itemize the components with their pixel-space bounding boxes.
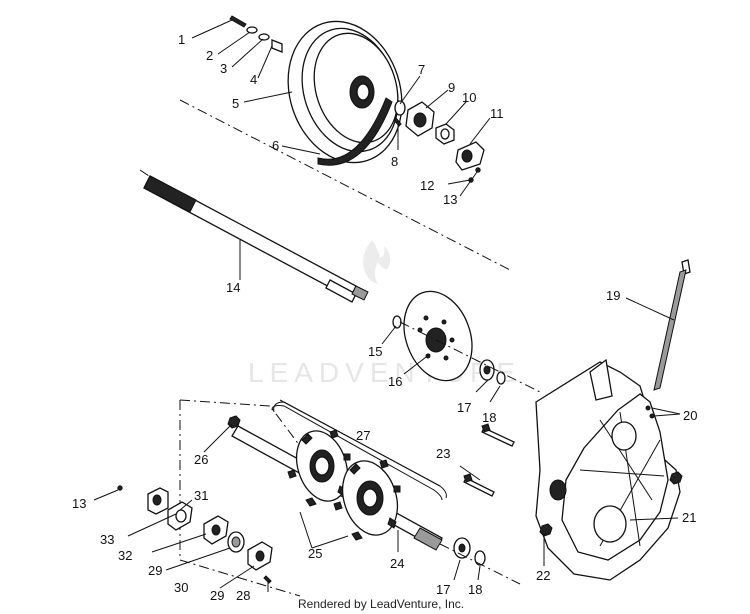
- callout-9: 9: [448, 80, 455, 95]
- callout-19: 19: [606, 288, 620, 303]
- callout-26: 26: [194, 452, 208, 467]
- callout-24: 24: [390, 556, 404, 571]
- chaincase-assembly: [463, 259, 691, 581]
- callout-4: 4: [250, 72, 257, 87]
- callout-1: 1: [178, 32, 185, 47]
- callout-23: 23: [436, 446, 450, 461]
- callout-13a: 13: [443, 192, 457, 207]
- callout-27: 27: [356, 428, 370, 443]
- callout-25: 25: [308, 546, 322, 561]
- callout-5: 5: [232, 96, 239, 111]
- callout-31: 31: [194, 488, 208, 503]
- callout-32: 32: [118, 548, 132, 563]
- bearing-flange-assembly: [117, 485, 273, 584]
- leader-lines: [93, 19, 681, 592]
- callout-28: 28: [236, 588, 250, 603]
- callout-labels: 1 2 3 4 5 6 7 8 9 10 11 12 13 14 15 16 1…: [72, 32, 697, 603]
- callout-21: 21: [682, 510, 696, 525]
- callout-8: 8: [391, 154, 398, 169]
- jackshaft: [139, 169, 369, 303]
- callout-17a: 17: [457, 400, 471, 415]
- callout-29a: 29: [210, 588, 224, 603]
- watermark-flame-icon: [363, 240, 391, 284]
- credit-text: Rendered by LeadVenture, Inc.: [298, 597, 464, 611]
- callout-29b: 29: [148, 563, 162, 578]
- callout-14: 14: [226, 280, 240, 295]
- watermark: LEADVENTURE: [248, 240, 521, 388]
- callout-2: 2: [206, 48, 213, 63]
- callout-16: 16: [388, 374, 402, 389]
- callout-33: 33: [100, 532, 114, 547]
- callout-18b: 18: [468, 582, 482, 597]
- callout-12: 12: [420, 178, 434, 193]
- callout-6: 6: [272, 138, 279, 153]
- driven-clutch-assembly: [179, 15, 511, 271]
- brake-disc-assembly: [392, 290, 541, 393]
- callout-3: 3: [220, 61, 227, 76]
- callout-7: 7: [418, 62, 425, 77]
- callout-15: 15: [368, 344, 382, 359]
- drive-shaft-assembly: [179, 399, 521, 597]
- watermark-text: LEADVENTURE: [248, 357, 521, 388]
- callout-11: 11: [490, 106, 504, 121]
- callout-10: 10: [462, 90, 476, 105]
- callout-17b: 17: [436, 582, 450, 597]
- callout-22: 22: [536, 568, 550, 583]
- callout-20: 20: [683, 408, 697, 423]
- callout-13b: 13: [72, 496, 86, 511]
- callout-18a: 18: [482, 410, 496, 425]
- callout-30: 30: [174, 580, 188, 595]
